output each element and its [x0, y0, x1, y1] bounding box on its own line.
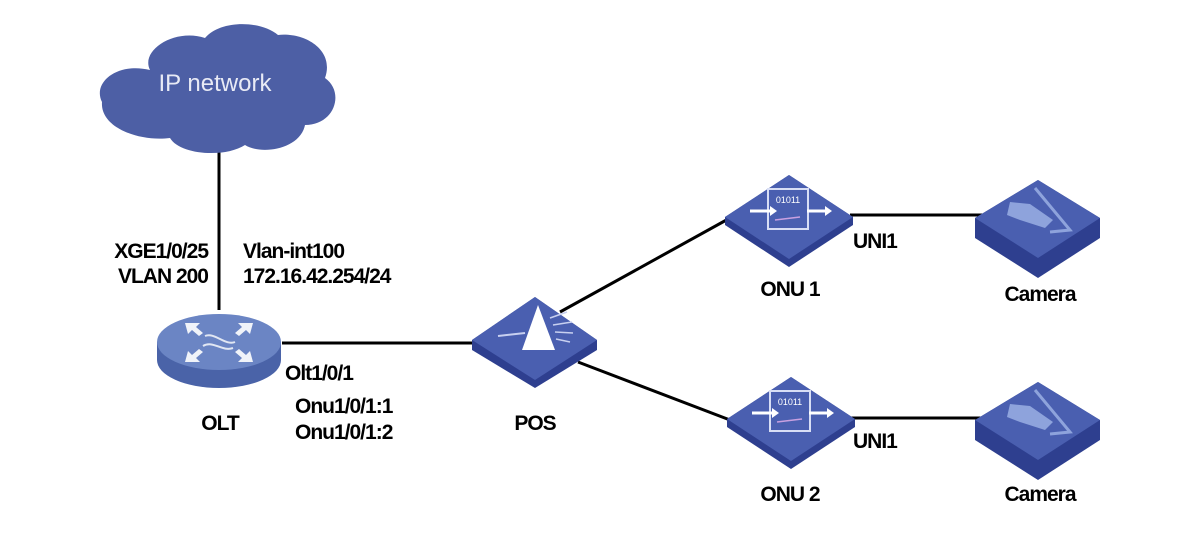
onu-port-1-label: Onu1/0/1:1: [295, 395, 393, 418]
router-icon: [157, 314, 281, 388]
svg-text:01011: 01011: [778, 397, 802, 407]
onu1-uni-label: UNI1: [853, 230, 898, 253]
camera1-label: Camera: [1004, 283, 1076, 306]
camera2-label: Camera: [1004, 483, 1076, 506]
camera-icon: [975, 180, 1100, 278]
olt-port-label: Olt1/0/1: [285, 362, 354, 385]
onu2-uni-label: UNI1: [853, 430, 898, 453]
vlan-interface-ip-label: 172.16.42.254/24: [243, 265, 391, 288]
olt-uplink-port-label: XGE1/0/25: [114, 240, 209, 263]
cloud-label: IP network: [158, 70, 272, 97]
cloud-icon: [99, 24, 336, 154]
olt-label: OLT: [201, 412, 239, 435]
link-pos-onu2: [577, 360, 731, 422]
link-pos-onu1: [559, 216, 731, 314]
onu2-label: ONU 2: [760, 483, 820, 506]
olt-uplink-vlan-label: VLAN 200: [117, 265, 209, 288]
onu-icon: 01011: [725, 175, 853, 267]
vlan-interface-label: Vlan-int100: [243, 240, 345, 263]
pos-label: POS: [514, 412, 556, 435]
svg-text:01011: 01011: [776, 195, 800, 205]
camera-icon: [975, 382, 1100, 480]
splitter-icon: [472, 297, 597, 388]
onu1-label: ONU 1: [760, 278, 820, 301]
onu-port-2-label: Onu1/0/1:2: [295, 421, 393, 444]
onu-icon: 01011: [727, 377, 855, 469]
